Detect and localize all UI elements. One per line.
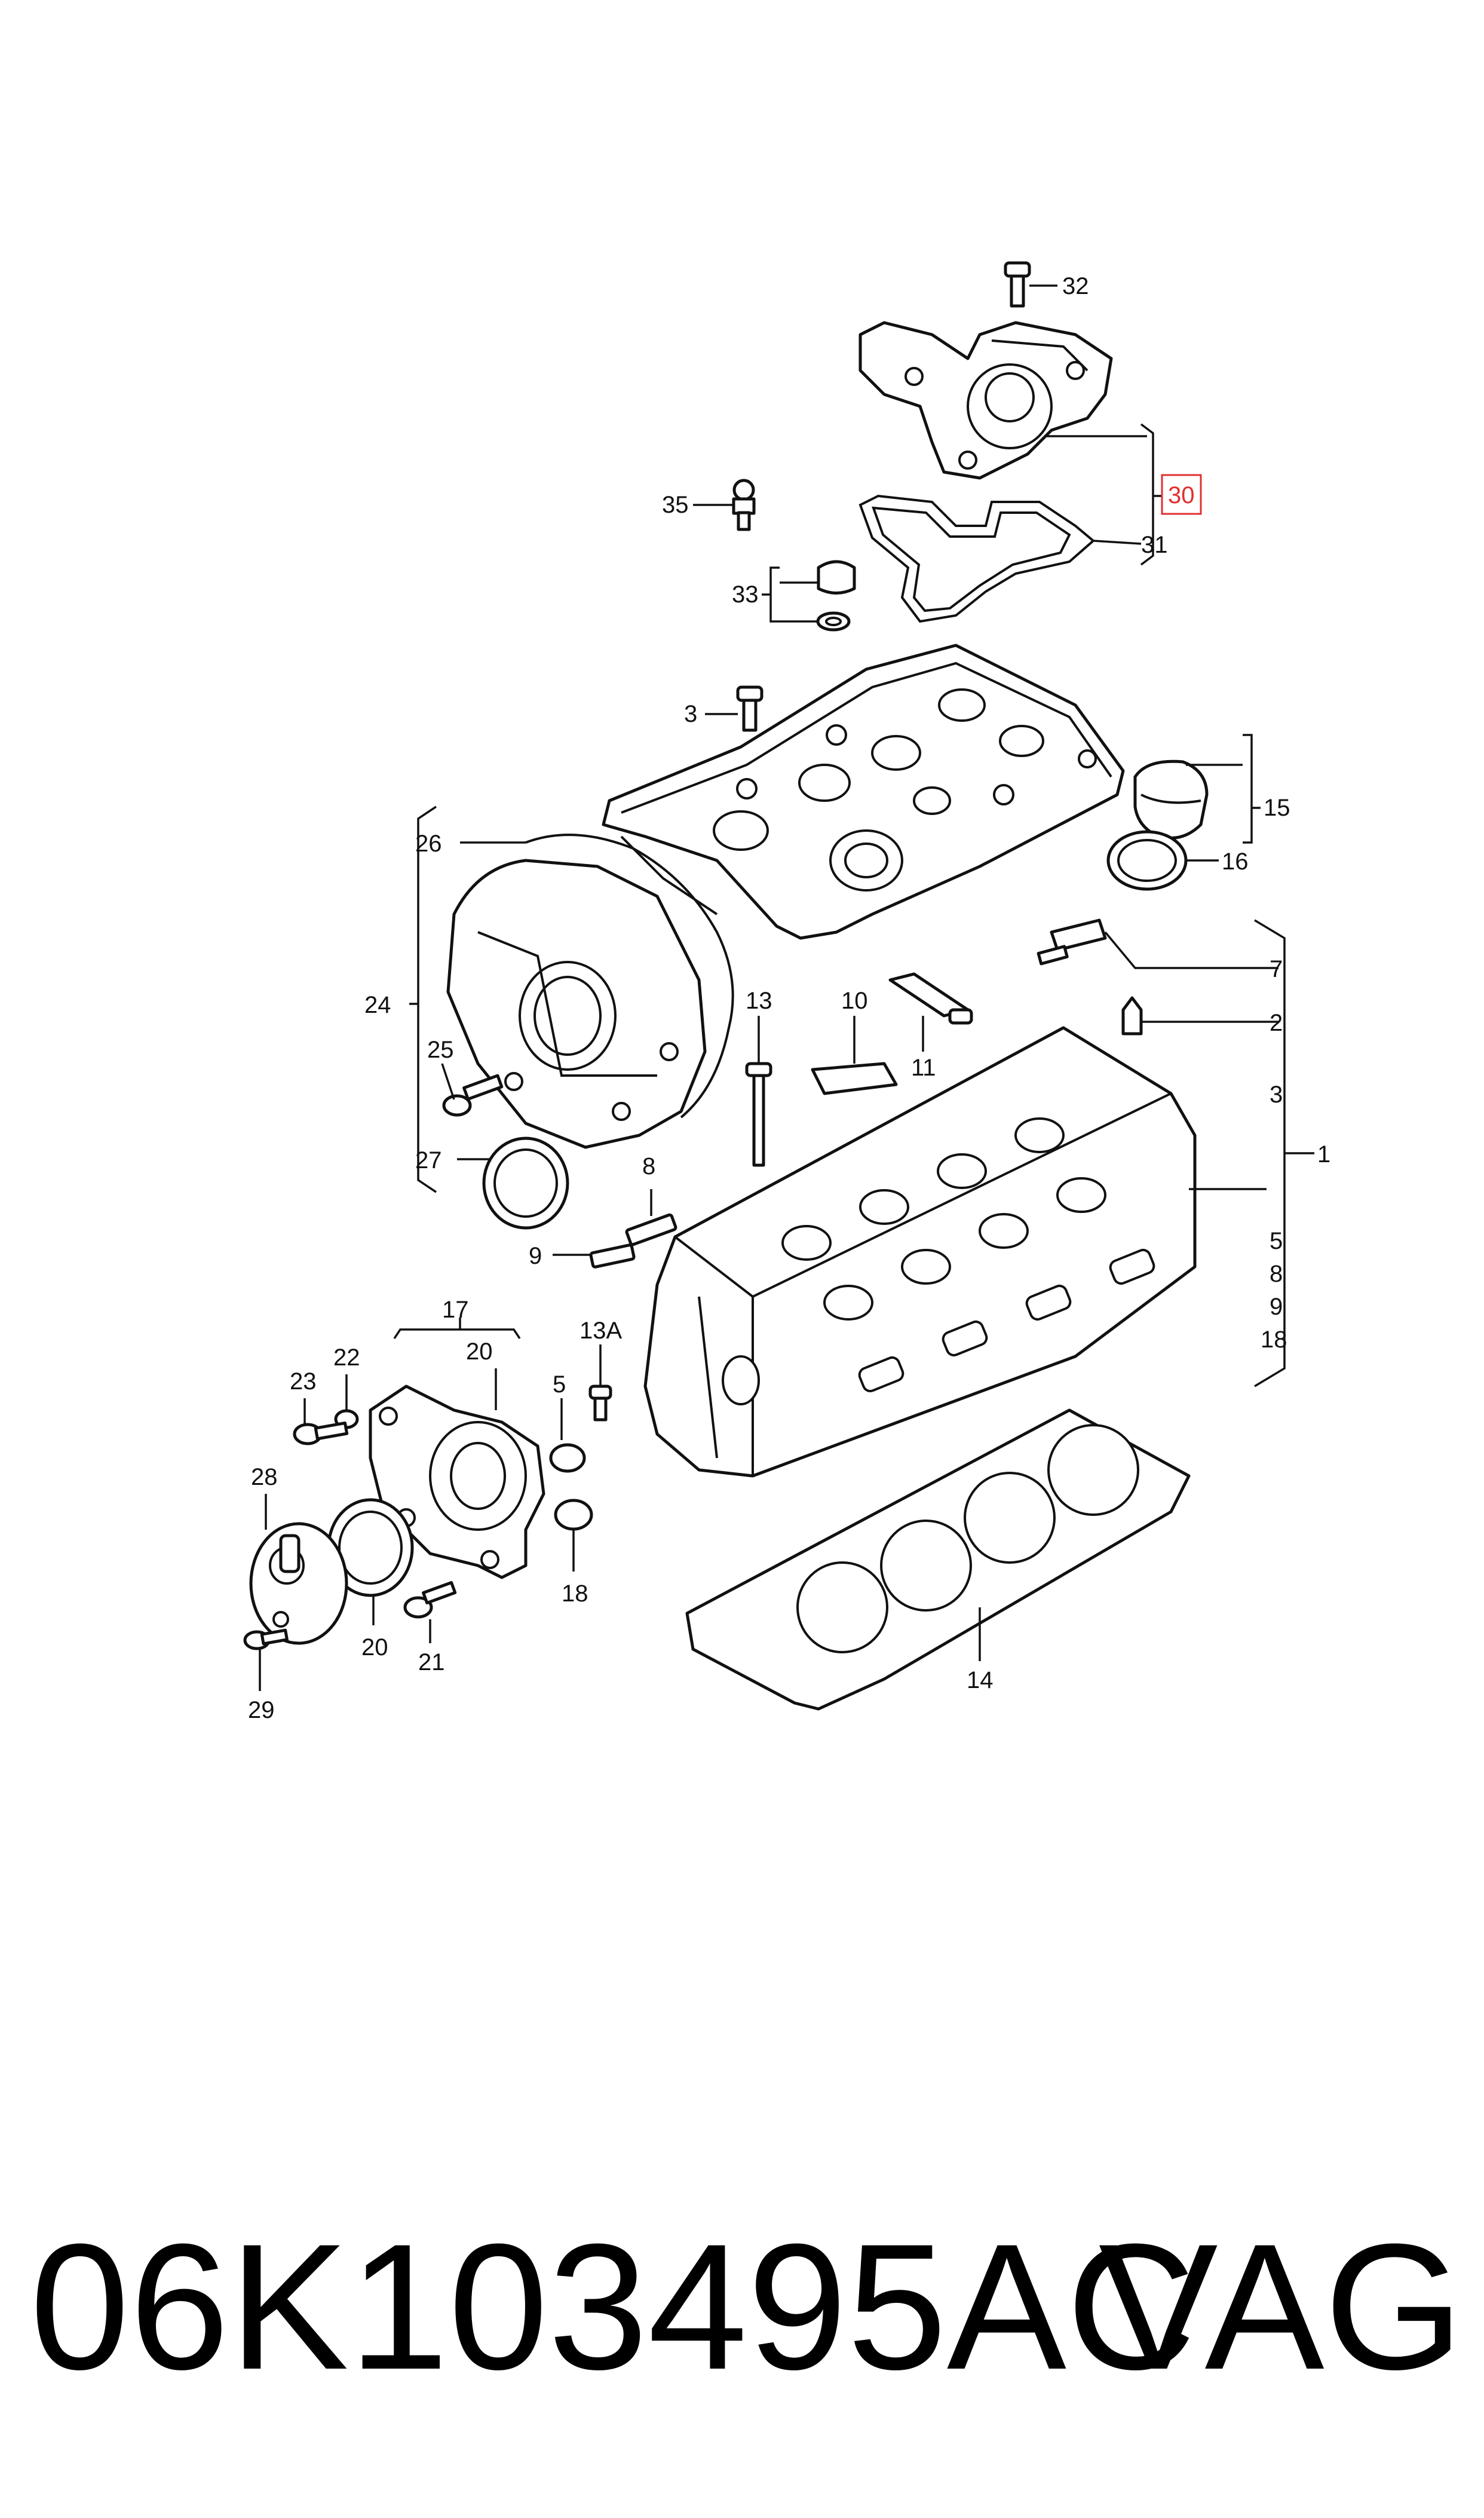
vacuum-pump-20[interactable]: [369, 1318, 545, 1579]
callout-10[interactable]: 10: [841, 988, 868, 1014]
callout-22[interactable]: 22: [333, 1344, 360, 1371]
bolt-13a[interactable]: [588, 1344, 612, 1422]
callout-13[interactable]: 13: [746, 988, 772, 1014]
highlight-box-30: [1161, 474, 1202, 515]
callout-27[interactable]: 27: [415, 1147, 442, 1174]
callout-32[interactable]: 32: [1062, 273, 1089, 299]
bolt-21[interactable]: [403, 1581, 457, 1643]
valve-cover[interactable]: [602, 644, 1125, 940]
flange-28[interactable]: [249, 1494, 348, 1645]
callout-14[interactable]: 14: [967, 1667, 994, 1693]
cylinder-head-1[interactable]: [643, 1026, 1267, 1478]
port-openings: [858, 1248, 1155, 1393]
plug-2[interactable]: [1121, 996, 1278, 1036]
callout-16[interactable]: 16: [1222, 848, 1249, 875]
callout-31[interactable]: 31: [1141, 532, 1168, 558]
bolt-13[interactable]: [745, 1016, 772, 1167]
callout-23[interactable]: 23: [290, 1368, 317, 1395]
callout-20-top[interactable]: 20: [466, 1338, 493, 1365]
part-10[interactable]: [811, 1016, 898, 1095]
part-7[interactable]: [1037, 918, 1278, 969]
brand-name: VAG: [1098, 2206, 1464, 2407]
plug-18[interactable]: [554, 1499, 593, 1572]
callout-labels: 32 30 31 35 33 3 15 16 26 7 24 13 10 2 2…: [248, 273, 1330, 1723]
callout-13a[interactable]: 13A: [580, 1318, 622, 1344]
seal-27[interactable]: [457, 1137, 569, 1230]
bolt-29[interactable]: [243, 1628, 289, 1691]
stud-35[interactable]: [693, 479, 756, 531]
callout-21[interactable]: 21: [418, 1649, 445, 1675]
bolt-25[interactable]: [441, 1063, 504, 1117]
bracket-1-group: [1254, 919, 1314, 1387]
callout-24[interactable]: 24: [364, 992, 391, 1018]
footer-caption: 06K103495AC VAG: [30, 2217, 1464, 2396]
callout-25[interactable]: 25: [427, 1037, 454, 1063]
gasket-26[interactable]: [460, 834, 734, 1119]
bracket-24-group: [409, 805, 437, 1193]
callout-2[interactable]: 2: [1270, 1010, 1283, 1036]
callout-28[interactable]: 28: [251, 1464, 278, 1490]
callout-3-top[interactable]: 3: [684, 701, 697, 727]
callout-20-bottom[interactable]: 20: [361, 1634, 388, 1661]
timing-cover-24[interactable]: [446, 859, 707, 1149]
seal-20b[interactable]: [327, 1498, 414, 1625]
callout-5-right[interactable]: 5: [1270, 1228, 1283, 1254]
plug-5[interactable]: [549, 1398, 586, 1473]
callout-5-left[interactable]: 5: [553, 1371, 566, 1398]
callout-15[interactable]: 15: [1264, 795, 1290, 821]
callout-18-left[interactable]: 18: [562, 1580, 588, 1607]
gasket-31[interactable]: [858, 494, 1142, 623]
callout-11[interactable]: 11: [911, 1055, 936, 1081]
seal-16[interactable]: [1106, 830, 1219, 891]
part-number: 06K103495AC: [30, 2206, 1196, 2407]
cam-journals: [781, 1117, 1106, 1321]
head-gasket-14[interactable]: [685, 1408, 1191, 1711]
part-11[interactable]: [888, 972, 973, 1052]
stud-8[interactable]: [625, 1189, 677, 1246]
callout-35[interactable]: 35: [662, 492, 689, 518]
oil-separator-30[interactable]: [858, 321, 1147, 480]
callout-8-left[interactable]: 8: [642, 1153, 655, 1180]
seal-22[interactable]: [334, 1374, 359, 1429]
callout-17[interactable]: 17: [442, 1297, 469, 1323]
bolt-3[interactable]: [705, 685, 764, 732]
callout-18-right[interactable]: 18: [1261, 1327, 1287, 1353]
callout-9-left[interactable]: 9: [529, 1243, 542, 1269]
callout-1[interactable]: 1: [1317, 1141, 1330, 1168]
stud-9[interactable]: [553, 1243, 636, 1269]
callout-8-right[interactable]: 8: [1270, 1261, 1283, 1287]
callout-29[interactable]: 29: [248, 1697, 275, 1723]
bolt-32[interactable]: [1004, 261, 1057, 308]
cap-33[interactable]: [762, 560, 856, 632]
bolt-23[interactable]: [293, 1398, 349, 1445]
callout-3-right[interactable]: 3: [1270, 1082, 1283, 1108]
callout-33[interactable]: 33: [732, 581, 759, 608]
callout-26[interactable]: 26: [415, 831, 442, 857]
callout-9-right[interactable]: 9: [1270, 1294, 1283, 1320]
bracket-30-group: [1140, 423, 1162, 566]
callout-7[interactable]: 7: [1270, 956, 1283, 982]
filler-cap-15[interactable]: [1133, 734, 1261, 844]
callout-30[interactable]: 30: [1168, 482, 1195, 508]
